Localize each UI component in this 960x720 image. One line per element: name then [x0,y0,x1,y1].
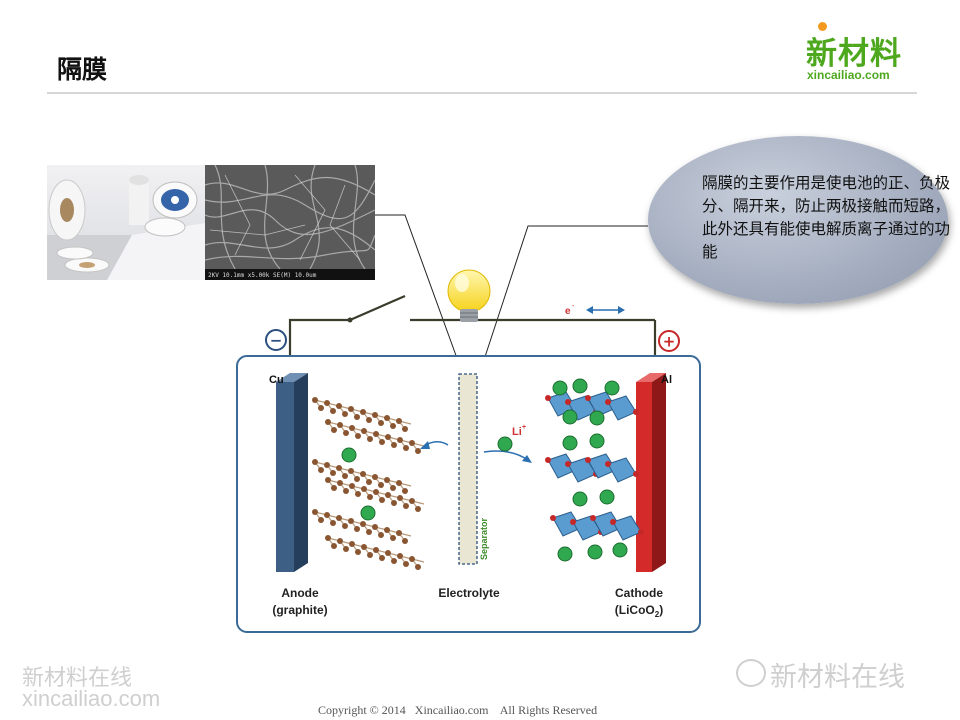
cathode-material: (LiCoO2) [615,603,663,619]
licoo2-structure [545,378,644,562]
electrolyte-label: Electrolyte [438,586,500,600]
li-ion [562,435,578,451]
minus-terminal-icon: − [265,329,287,351]
title-divider [47,92,917,94]
svg-text:+: + [663,333,676,351]
callout-bubble [648,136,948,304]
electron-flow-arrow-icon [586,306,625,314]
wechat-icon [736,659,766,687]
li-ion [604,380,620,396]
leader-lines [375,214,648,373]
anode-label: Anode [281,586,319,600]
cu-label: Cu [269,374,284,386]
li-ion [360,505,376,521]
watermark-left-url: xincailiao.com [22,686,161,711]
graphite-sheet [312,397,412,432]
li-ion [552,380,568,396]
graphite-sheet [312,459,412,494]
separator-label: Separator [479,517,489,560]
li-ion [341,447,357,463]
light-bulb-icon [447,269,491,322]
sem-micrograph: 2KV 10.1mm x5.00k SE(M) 10.0um [205,165,375,280]
electron-label: e [565,306,571,317]
anode-material: (graphite) [272,603,327,617]
li-label: Li [512,426,522,438]
graphite-sheet [312,509,412,544]
logo-dot-icon [818,22,827,31]
copyright-text: Copyright © 2014 Xincailiao.com All Righ… [318,703,598,717]
logo-text: 新材料 [806,36,902,72]
anode-electrode [276,373,308,572]
page-title: 隔膜 [57,55,108,84]
coo6-octahedra-row [550,511,644,541]
li-ion [589,433,605,449]
graphite-sheet [325,535,425,570]
svg-text:−: − [270,332,283,350]
li-ion [557,546,573,562]
plus-terminal-icon: + [658,330,680,352]
cathode-label: Cathode [615,586,663,600]
watermark-left-cn: 新材料在线 [22,666,133,691]
graphite-layers [312,397,425,570]
li-ion [572,378,588,394]
li-ion [562,409,578,425]
li-superscript: + [522,424,526,431]
callout-text: 隔膜的主要作用是使电池的正、负极分、隔开来，防止两极接触而短路，此外还具有能使电… [702,174,951,261]
cathode-electrode [636,373,666,572]
logo-url: xincailiao.com [807,68,890,82]
graphite-sheet [325,419,425,454]
separator-rolls-photo [47,165,205,280]
switch-lever [349,294,406,322]
coo6-octahedra-row [545,453,639,483]
electron-superscript: - [572,303,575,310]
leader-line-right [479,225,648,373]
separator-membrane [458,373,478,565]
ion-migration-arrows [420,441,532,463]
al-label: Al [661,374,672,386]
li-ion [599,489,615,505]
sem-scalebar: 2KV 10.1mm x5.00k SE(M) 10.0um [208,272,317,279]
li-ion-migrating [497,436,513,452]
watermark-right: 新材料在线 [770,662,905,693]
graphite-sheet [325,477,425,512]
li-ion [572,491,588,507]
li-ion [587,544,603,560]
li-ion [612,542,628,558]
li-ion [589,410,605,426]
